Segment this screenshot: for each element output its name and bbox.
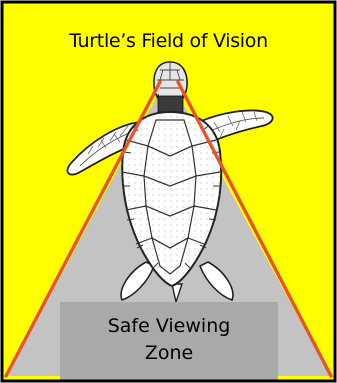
safe-zone-label-line1: Safe Viewing [60, 313, 278, 340]
diagram-title: Turtle’s Field of Vision [0, 30, 337, 52]
safe-zone-label: Safe Viewing Zone [60, 313, 278, 367]
safe-zone-label-line2: Zone [60, 340, 278, 367]
